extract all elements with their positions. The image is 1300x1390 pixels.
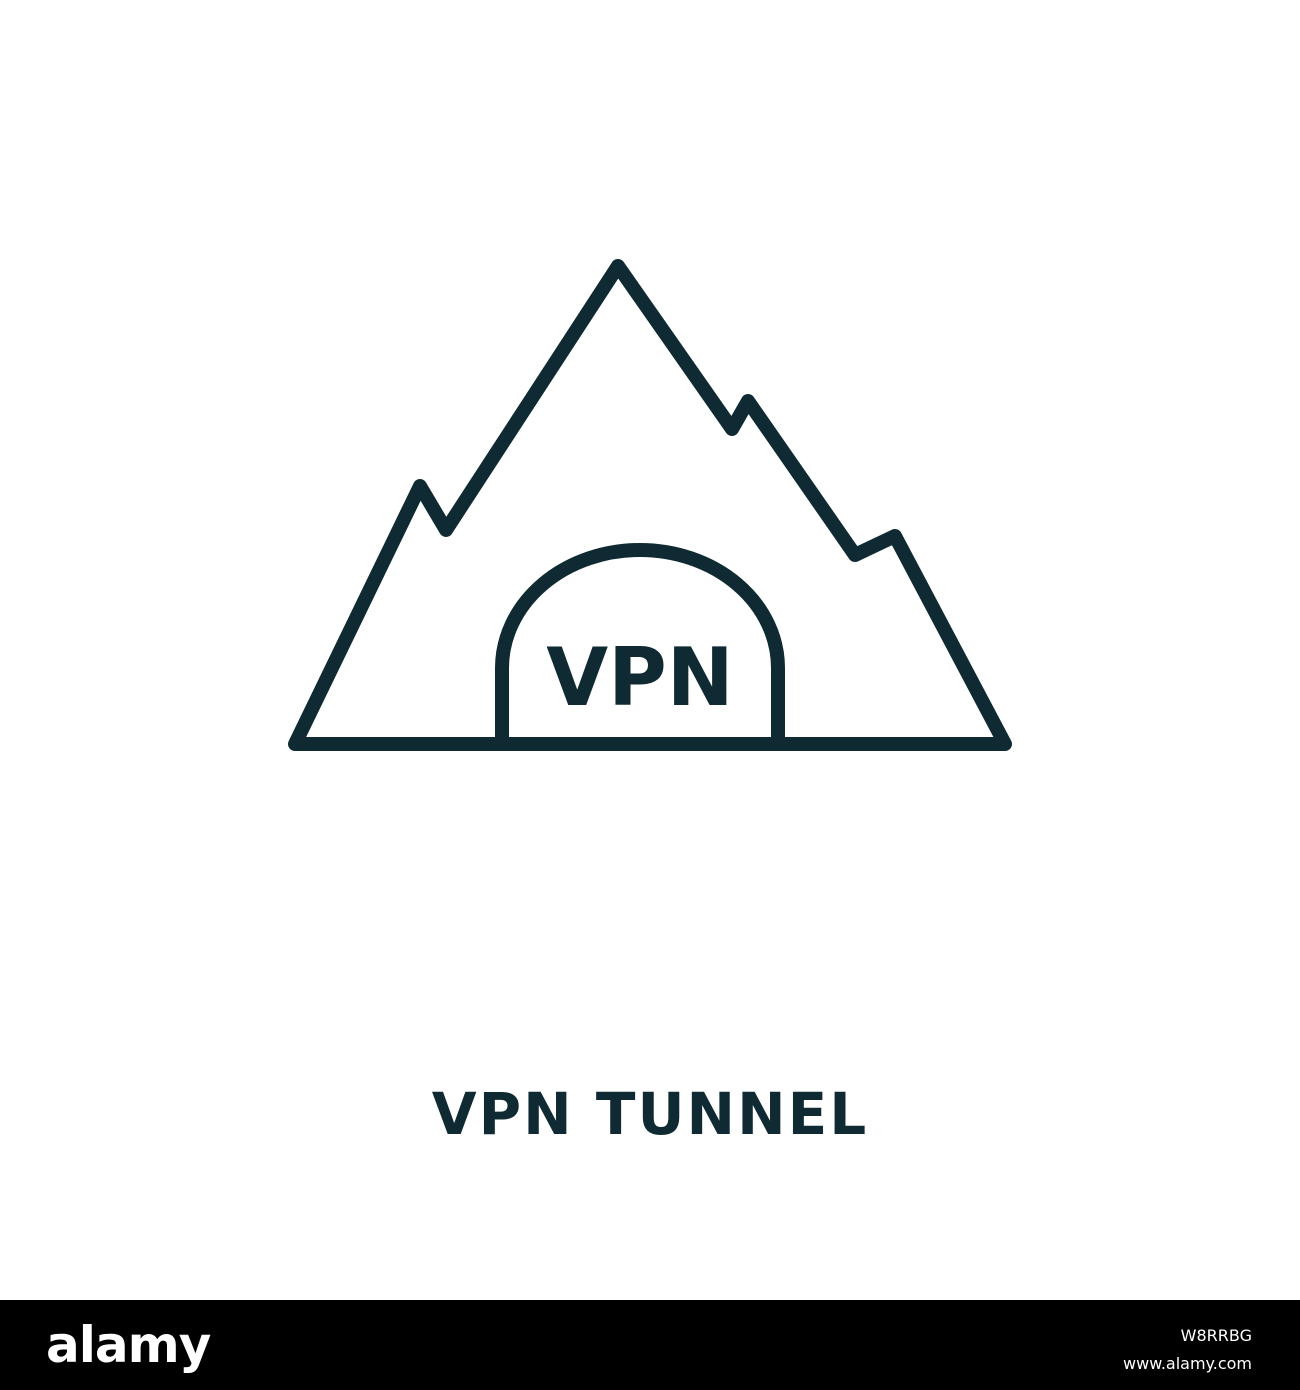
vpn-tunnel-icon: VPN — [288, 259, 1012, 751]
stock-id: W8RRBG — [1180, 1326, 1252, 1345]
mountain-outline — [288, 259, 1012, 751]
icon-caption: VPN TUNNEL — [431, 1080, 869, 1148]
site-url: www.alamy.com — [1123, 1354, 1252, 1373]
watermark-footer: alamy W8RRBG www.alamy.com — [0, 1300, 1300, 1390]
brand-logo: alamy — [46, 1316, 211, 1374]
mountain-tunnel-graphic: VPN — [288, 259, 1012, 751]
tunnel-arch-outline — [495, 543, 785, 751]
tunnel-label: VPN — [546, 631, 734, 724]
